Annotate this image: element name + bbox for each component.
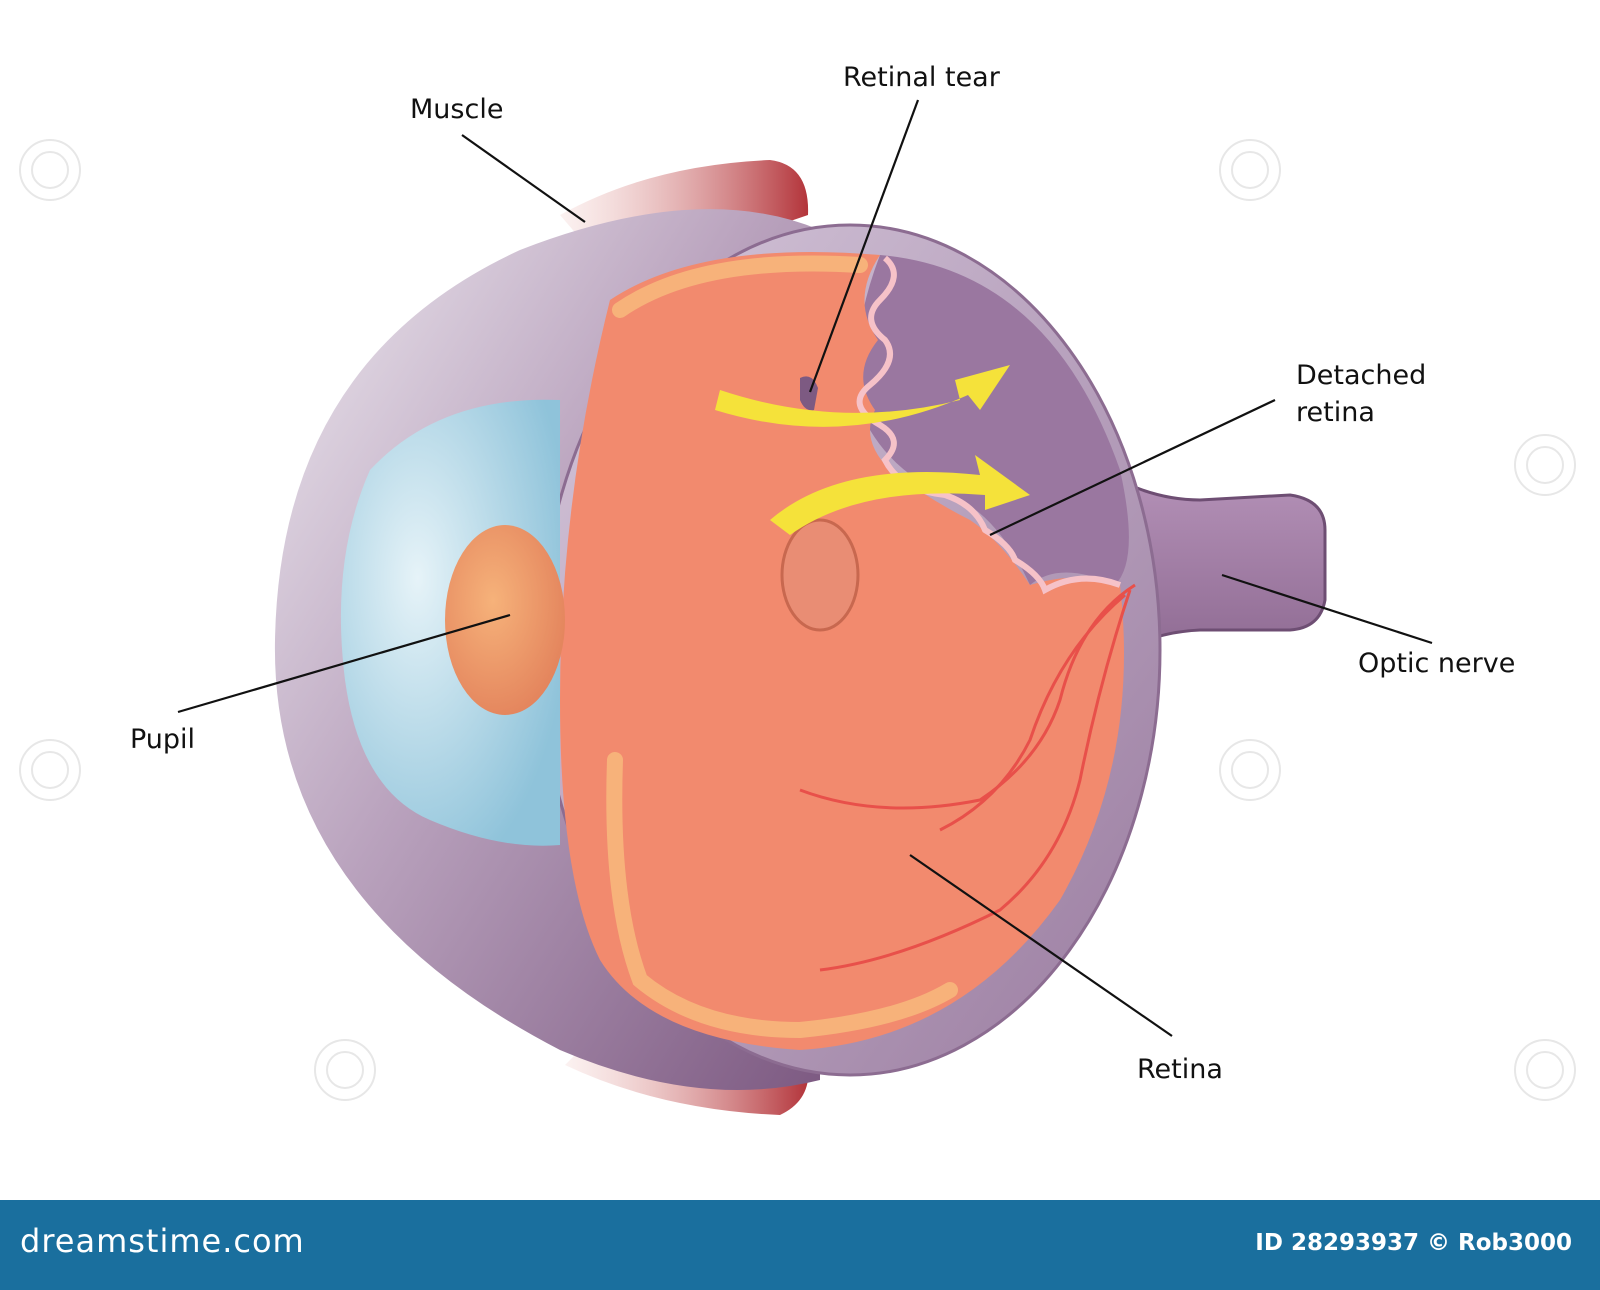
label-detached-retina-line1: Detached — [1296, 360, 1427, 391]
label-detached-retina-line2: retina — [1296, 397, 1375, 428]
leader-optic-nerve — [1221, 573, 1433, 645]
leader-lines — [177, 99, 1433, 1037]
watermark-icons — [19, 139, 1576, 1101]
leader-muscle — [461, 134, 586, 223]
leader-pupil — [177, 613, 511, 714]
eye-illustration — [19, 99, 1576, 1115]
label-retina: Retina — [1137, 1054, 1223, 1085]
leader-retina — [909, 854, 1173, 1037]
label-optic-nerve: Optic nerve — [1358, 648, 1516, 679]
optic-flap — [780, 518, 860, 632]
leader-retinal-tear — [808, 99, 920, 393]
footer-credit: ID 28293937 © Rob3000 — [1255, 1230, 1572, 1256]
label-muscle: Muscle — [410, 94, 504, 125]
arrow-lower-icon — [770, 455, 1030, 535]
blood-vessels — [799, 583, 1136, 972]
label-pupil: Pupil — [130, 724, 196, 755]
arrow-upper-icon — [715, 365, 1010, 427]
label-retinal-tear: Retinal tear — [843, 62, 1000, 93]
leader-detached-retina — [989, 399, 1276, 536]
footer-bar: dreamstime.com ID 28293937 © Rob3000 — [0, 1200, 1600, 1290]
retina-rim — [606, 255, 958, 1039]
detached-retina-edge — [856, 255, 1122, 595]
footer-brand: dreamstime.com — [20, 1222, 305, 1260]
retina-shape — [560, 252, 1124, 1050]
pupil-shape — [445, 525, 565, 715]
eye-diagram: Muscle Retinal tear Detached retina Opti… — [19, 62, 1576, 1115]
fluid-arrows — [715, 365, 1030, 535]
